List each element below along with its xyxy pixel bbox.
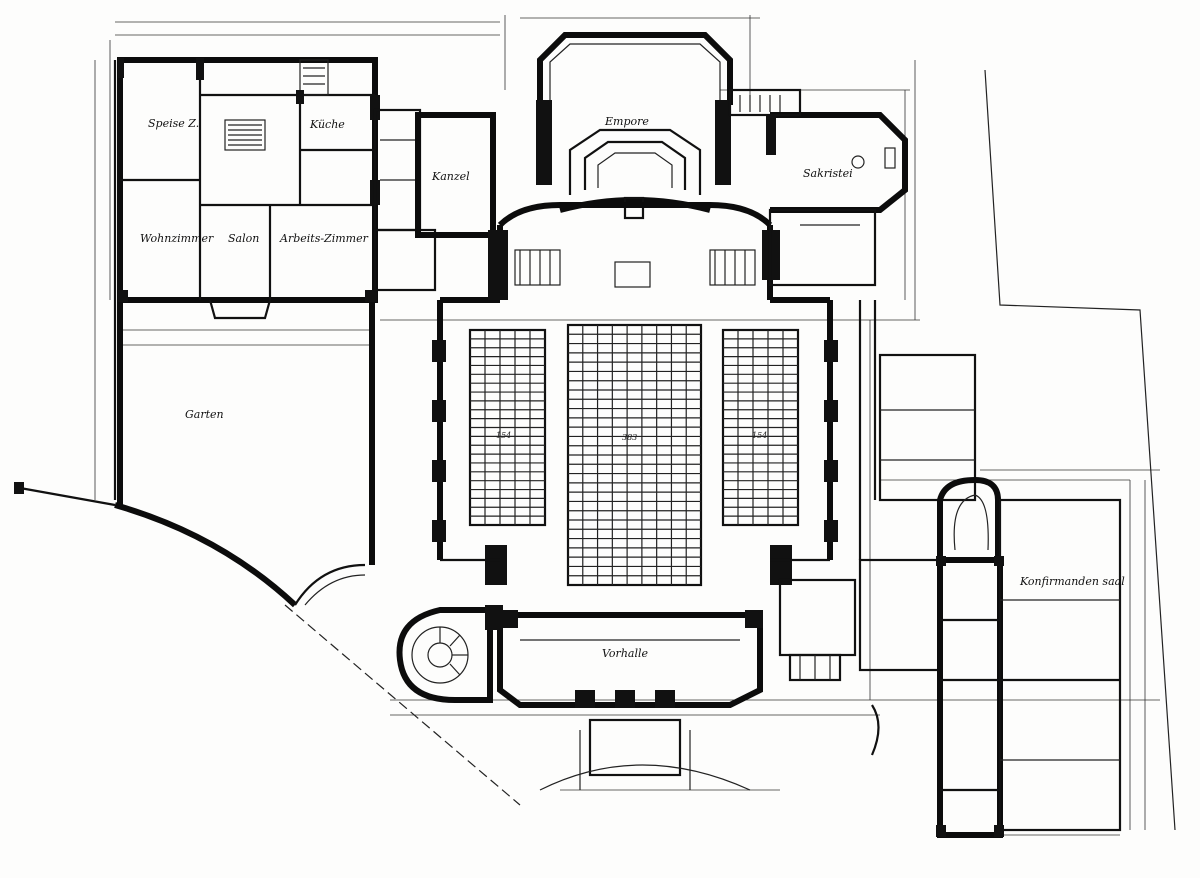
east-annex xyxy=(778,300,977,682)
label-arbeitszimmer: Arbeits-Zimmer xyxy=(279,232,369,245)
label-wohnzimmer: Wohnzimmer xyxy=(140,232,214,245)
parsonage-block xyxy=(117,57,380,320)
label-vorhalle: Vorhalle xyxy=(602,647,648,660)
label-empore: Empore xyxy=(604,115,649,128)
label-sakristei: Sakristei xyxy=(803,167,853,180)
pew-block-left xyxy=(468,328,547,527)
pew-block-center xyxy=(566,323,703,587)
label-kueche: Küche xyxy=(309,118,345,131)
sacristy-block xyxy=(728,88,908,287)
stair-tower-west xyxy=(396,605,503,703)
label-salon: Salon xyxy=(228,232,259,245)
garden-wall xyxy=(113,60,375,608)
room-labels: Speise Z. Küche Wohnzimmer Salon Arbeits… xyxy=(140,115,1125,660)
transept-stairs xyxy=(514,249,756,286)
path-arc-marker xyxy=(870,704,880,756)
label-garten: Garten xyxy=(185,408,224,421)
property-boundary xyxy=(14,69,1176,831)
pew-block-right xyxy=(721,328,800,527)
vestibule xyxy=(497,610,763,791)
label-konfirmanden: Konfirmanden saal xyxy=(1019,575,1125,588)
label-kanzel: Kanzel xyxy=(431,170,470,183)
seat-count-left: 154 xyxy=(496,431,511,440)
seat-count-right: 154 xyxy=(752,431,767,440)
nave-walls xyxy=(432,202,838,585)
konfirmanden-wing xyxy=(936,476,1122,838)
parsonage-stair xyxy=(228,124,262,146)
connector-block xyxy=(373,108,496,292)
apse-steps xyxy=(568,128,702,195)
label-speisezimmer: Speise Z. xyxy=(148,117,199,130)
seat-count-center: 383 xyxy=(622,433,637,442)
